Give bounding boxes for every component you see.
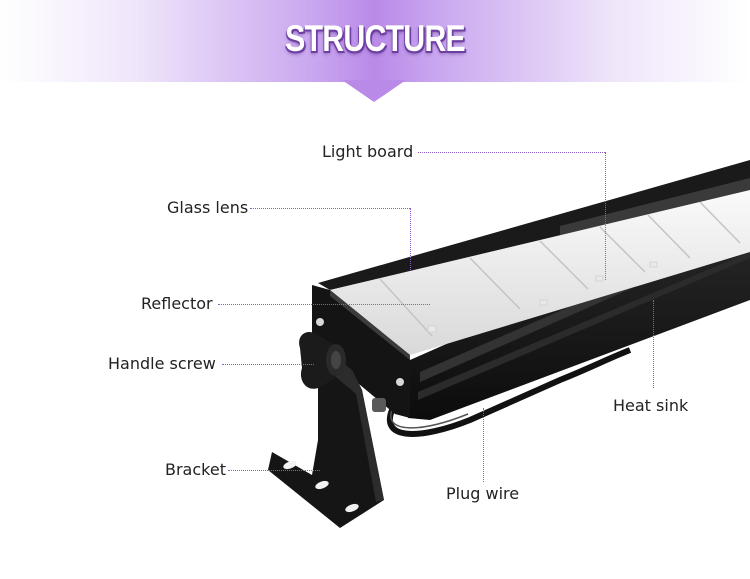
- header-pointer: [342, 80, 406, 102]
- leader-handle-screw: [222, 364, 314, 365]
- leader-glass-lens-h: [250, 208, 410, 209]
- leader-light-board-v: [605, 152, 606, 280]
- leader-heat-sink: [653, 300, 654, 388]
- glass-lens: [330, 190, 750, 355]
- leader-reflector: [218, 304, 430, 305]
- label-light-board: Light board: [322, 142, 414, 161]
- label-reflector: Reflector: [141, 294, 213, 313]
- label-glass-lens: Glass lens: [167, 198, 249, 217]
- leader-glass-lens-v: [410, 208, 411, 270]
- label-heat-sink: Heat sink: [613, 396, 689, 415]
- plug-wire-cable: [387, 347, 632, 437]
- label-handle-screw: Handle screw: [108, 354, 216, 373]
- label-bracket: Bracket: [165, 460, 226, 479]
- handle-screw-knob: [299, 331, 346, 389]
- leader-light-board-h: [418, 152, 605, 153]
- housing-top: [318, 160, 750, 290]
- leader-plug-wire: [483, 408, 484, 482]
- label-plug-wire: Plug wire: [446, 484, 520, 503]
- leader-bracket: [228, 470, 320, 471]
- header-banner: [0, 0, 750, 82]
- page-title: STRUCTURE: [285, 18, 466, 59]
- reflector-cells: [379, 201, 741, 337]
- end-cap: [312, 285, 410, 418]
